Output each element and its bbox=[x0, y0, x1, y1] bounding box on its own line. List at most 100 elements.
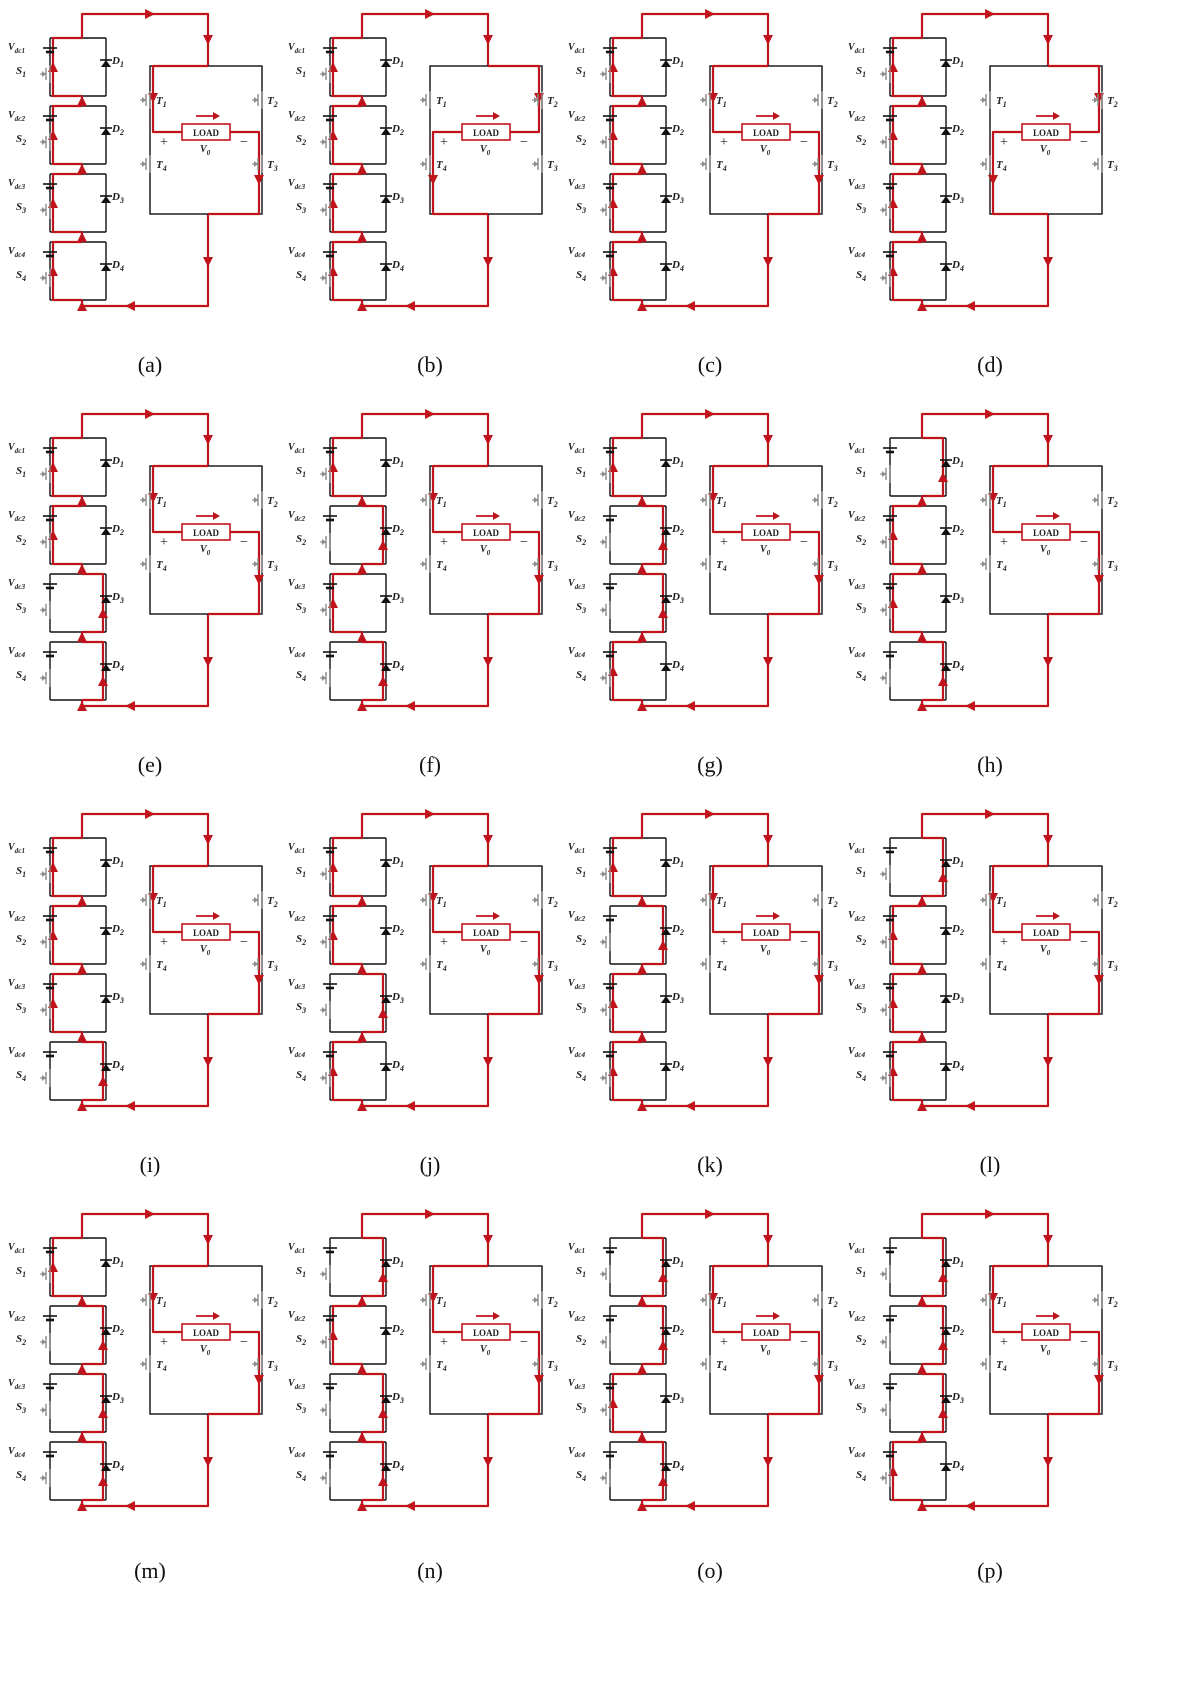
diode-label-d3: D3 bbox=[391, 1391, 404, 1405]
current-arrow-icon bbox=[637, 164, 647, 174]
current-arrow-icon bbox=[685, 1501, 695, 1511]
source-label-vdc2: Vdc2 bbox=[568, 910, 585, 923]
current-arrow-icon bbox=[917, 896, 927, 906]
igbt-switch-icon bbox=[532, 555, 543, 573]
current-arrow-icon bbox=[637, 1296, 647, 1306]
current-arrow-icon bbox=[483, 1057, 493, 1067]
current-arrow-icon bbox=[77, 564, 87, 574]
bridge-path-in bbox=[488, 64, 541, 134]
diode-icon bbox=[100, 995, 112, 1003]
current-arrow-icon bbox=[125, 301, 135, 311]
arrow-right-icon bbox=[213, 912, 220, 920]
cell-current-path bbox=[51, 904, 82, 966]
igbt-switch-icon bbox=[600, 465, 611, 483]
switch-label-s3: S3 bbox=[16, 601, 26, 615]
arrow-right-icon bbox=[773, 512, 780, 520]
load-label: LOAD bbox=[473, 1328, 500, 1338]
source-label-vdc4: Vdc4 bbox=[568, 246, 585, 259]
igbt-switch-icon bbox=[880, 669, 891, 687]
battery-icon bbox=[43, 1383, 57, 1390]
switch-label-t2: T2 bbox=[827, 895, 838, 909]
igbt-switch-icon bbox=[880, 601, 891, 619]
igbt-switch-icon bbox=[532, 491, 543, 509]
switch-label-t3: T3 bbox=[1107, 1359, 1118, 1373]
arrow-right-icon bbox=[1053, 912, 1060, 920]
minus-sign: − bbox=[240, 135, 248, 150]
source-label-vdc4: Vdc4 bbox=[288, 1046, 305, 1059]
source-label-vdc1: Vdc1 bbox=[848, 842, 865, 855]
current-arrow-icon bbox=[917, 1501, 927, 1511]
switch-label-s1: S1 bbox=[16, 1265, 26, 1279]
switch-label-t1: T1 bbox=[436, 95, 447, 109]
battery-icon bbox=[603, 651, 617, 658]
plus-sign: + bbox=[160, 1335, 168, 1350]
diode-icon bbox=[940, 195, 952, 203]
arrow-right-icon bbox=[773, 1312, 780, 1320]
switch-label-s4: S4 bbox=[856, 1069, 866, 1083]
source-label-vdc4: Vdc4 bbox=[8, 1446, 25, 1459]
switch-label-s4: S4 bbox=[576, 269, 586, 283]
battery-icon bbox=[883, 1247, 897, 1254]
current-arrow-icon bbox=[917, 1432, 927, 1442]
minus-sign: − bbox=[240, 1335, 248, 1350]
diode-label-d1: D1 bbox=[671, 55, 684, 69]
igbt-switch-icon bbox=[320, 201, 331, 219]
bridge-path-out bbox=[208, 530, 261, 616]
cell-current-path bbox=[331, 240, 362, 302]
igbt-switch-icon bbox=[880, 465, 891, 483]
cell-current-path bbox=[611, 836, 642, 898]
battery-icon bbox=[603, 1051, 617, 1058]
output-voltage-label: V0 bbox=[200, 944, 211, 957]
panel-caption: (a) bbox=[137, 352, 163, 377]
output-voltage-label: V0 bbox=[1040, 1344, 1051, 1357]
current-arrow-icon bbox=[763, 835, 773, 845]
diode-icon bbox=[100, 127, 112, 135]
top-feed-wire bbox=[360, 12, 490, 66]
plus-sign: + bbox=[720, 935, 728, 950]
diode-icon bbox=[380, 263, 392, 271]
current-arrow-icon bbox=[637, 1432, 647, 1442]
current-arrow-icon bbox=[425, 809, 435, 819]
plus-sign: + bbox=[160, 535, 168, 550]
panel-caption: (p) bbox=[977, 1558, 1003, 1583]
load-label: LOAD bbox=[193, 528, 220, 538]
source-label-vdc1: Vdc1 bbox=[568, 42, 585, 55]
diode-icon bbox=[380, 1463, 392, 1471]
current-arrow-icon bbox=[145, 809, 155, 819]
current-arrow-icon bbox=[125, 1501, 135, 1511]
igbt-switch-icon bbox=[252, 891, 263, 909]
igbt-switch-icon bbox=[980, 1355, 991, 1373]
current-arrow-icon bbox=[814, 175, 824, 185]
cell-current-path bbox=[611, 104, 642, 166]
diode-label-d4: D4 bbox=[391, 259, 404, 273]
switch-label-t4: T4 bbox=[156, 159, 167, 173]
cell-current-path bbox=[891, 1040, 922, 1102]
diode-label-d3: D3 bbox=[111, 991, 124, 1005]
igbt-switch-icon bbox=[1092, 891, 1103, 909]
igbt-switch-icon bbox=[980, 91, 991, 109]
current-arrow-icon bbox=[203, 35, 213, 45]
source-label-vdc4: Vdc4 bbox=[848, 1446, 865, 1459]
plus-sign: + bbox=[1000, 935, 1008, 950]
switch-label-s2: S2 bbox=[296, 1333, 306, 1347]
top-feed-wire bbox=[920, 12, 1050, 66]
battery-icon bbox=[43, 447, 57, 454]
current-arrow-icon bbox=[1043, 1057, 1053, 1067]
diode-icon bbox=[380, 527, 392, 535]
diode-icon bbox=[940, 663, 952, 671]
source-label-vdc1: Vdc1 bbox=[8, 42, 25, 55]
diode-label-d4: D4 bbox=[111, 1459, 124, 1473]
